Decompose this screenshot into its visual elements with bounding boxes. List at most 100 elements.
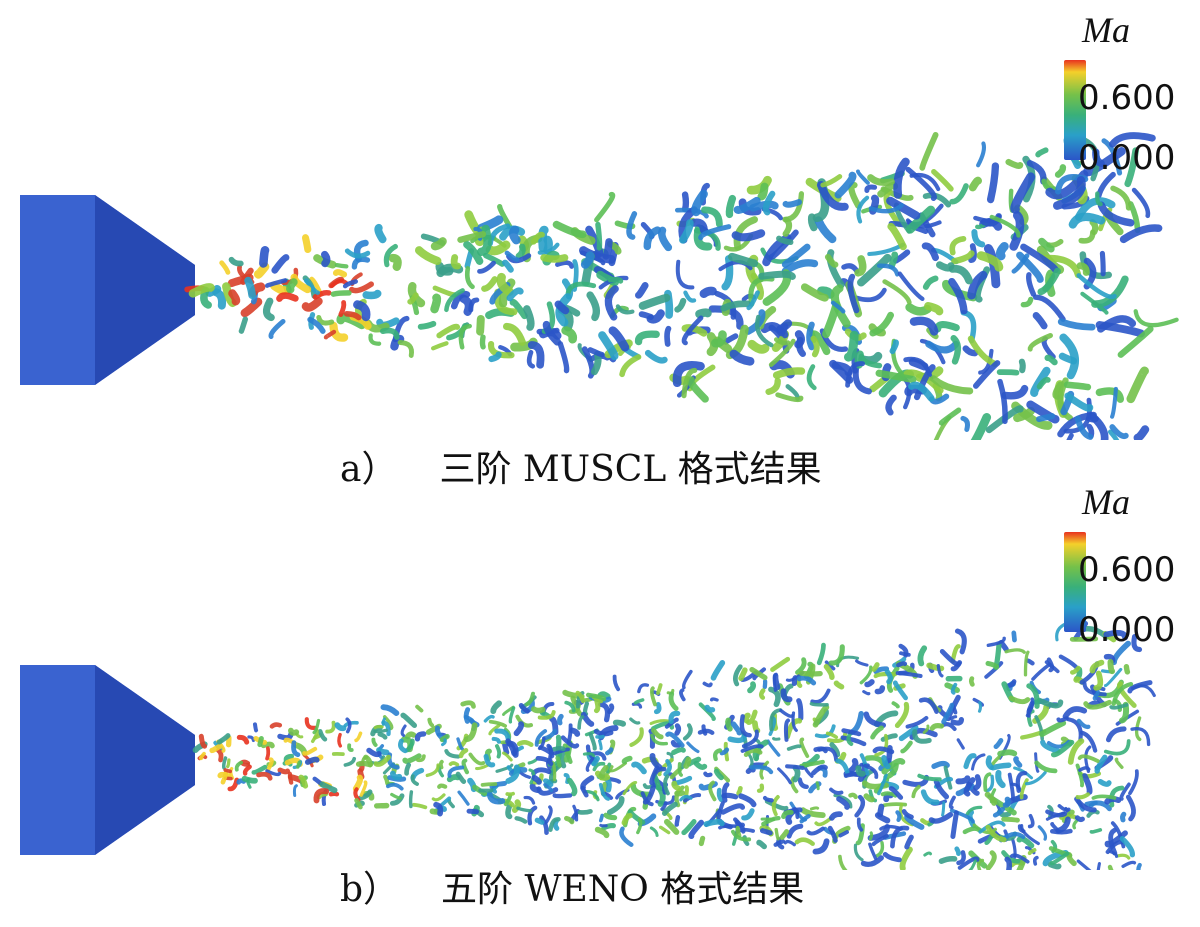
vortex-structure [776,235,794,246]
vortex-structure [1017,824,1026,834]
simulation-image-muscl [20,131,1179,440]
vortex-structure [1004,648,1026,654]
vortex-structure [822,300,841,339]
vortex-structure [1034,752,1040,773]
vortex-structure [920,818,931,826]
vortex-structure [917,773,942,782]
vortex-structure [514,816,528,824]
vortex-structure [1131,187,1151,219]
vortex-structure [976,141,987,168]
vortex-structure [1032,855,1039,866]
vortex-structure [490,700,502,715]
vortex-structure [875,840,885,858]
vortex-structure [1013,756,1023,768]
vortex-structure [259,245,270,268]
vortex-structure [985,405,1024,434]
vortex-structure [304,717,318,730]
vortex-structure [459,294,473,316]
vortex-structure [386,782,404,791]
vortex-structure [938,856,958,864]
vortex-structure [1049,851,1070,866]
vortex-structure [313,788,330,804]
vortex-structure [236,778,247,785]
vortex-structure [681,191,690,213]
vortex-structure [846,731,854,746]
vortex-structure [735,825,742,838]
vortex-structure [813,746,828,754]
vortex-structure [997,378,1008,425]
vortex-structure [1037,825,1048,841]
vortex-structure [764,799,789,811]
vortex-structure [366,747,382,758]
vortex-structure [996,369,1020,376]
vortex-structure [479,334,486,350]
vortex-structure [1124,147,1139,188]
vortex-structure [262,297,275,322]
vortex-structure [357,789,373,801]
vortex-structure [343,310,362,321]
vortex-structure [824,253,839,268]
vortex-structure [390,334,405,351]
vortex-structure [505,764,520,784]
vortex-structure [757,182,769,201]
vortex-structure [939,648,962,667]
vortex-structure [733,664,743,687]
vortex-structure [854,794,866,818]
vortex-structure [768,686,781,708]
vortex-structure [363,754,374,768]
vortex-structure [580,251,595,269]
vortex-structure [972,360,1001,389]
vortex-structure [554,300,570,315]
legend-min: 0.000 [1078,138,1176,178]
vortex-structure [227,777,240,792]
vortex-structure [1128,769,1139,796]
vortex-structure [691,189,708,217]
vortex-structure [1037,267,1061,296]
vortex-structure [924,302,944,316]
vortex-structure [1114,757,1124,769]
vortex-structure [1108,827,1118,856]
vortex-structure [491,736,501,744]
vortex-structure [1005,158,1024,169]
vortex-structure [774,827,780,841]
legend-title: Ma [1082,482,1130,522]
vortex-structure [766,739,781,757]
vortex-structure [598,739,603,751]
vortex-structure [777,767,792,785]
vortex-structure [708,780,717,802]
vortex-structure [1101,138,1123,176]
vortex-structure [223,768,233,774]
colorbar [1064,60,1086,160]
vortex-structure [701,206,723,228]
vortex-structure [879,824,904,831]
vortex-structure [527,758,538,765]
vortex-structure [226,758,231,769]
vortex-structure [663,759,672,777]
vortex-structure [985,755,994,771]
vortex-structure [1092,148,1105,168]
vortex-structure [922,275,939,290]
vortex-structure [863,711,887,728]
vortex-structure [552,220,587,239]
vortex-field [192,620,1156,870]
vortex-structure [480,782,498,787]
vortex-structure [725,717,733,732]
vortex-structure [1111,681,1134,707]
vortex-structure [540,254,569,263]
vortex-structure [1110,185,1132,211]
vortex-structure [871,662,880,672]
vortex-structure [475,763,489,771]
vortex-structure [457,231,487,243]
vortex-structure [880,791,898,798]
vortex-structure [362,289,382,300]
vortex-structure [557,341,570,374]
vortex-structure [759,760,770,780]
vortex-structure [212,288,227,310]
vortex-structure [743,712,751,724]
vortex-structure [750,272,765,301]
vortex-structure [1027,333,1053,352]
vortex-structure [716,787,724,803]
vortex-structure [670,739,682,748]
vortex-structure [772,737,781,741]
vortex-structure [447,765,465,778]
